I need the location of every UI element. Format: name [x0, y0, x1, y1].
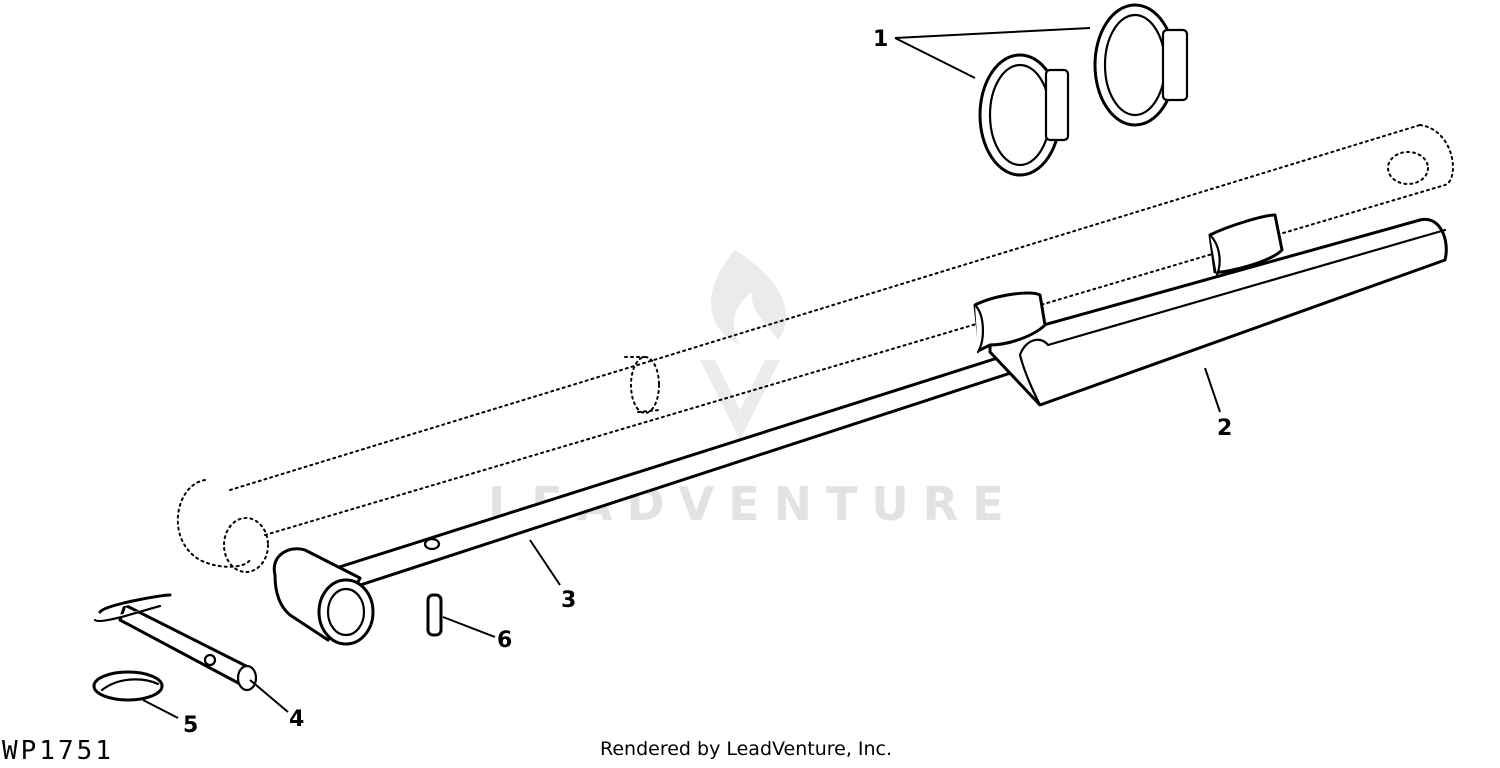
callout-1: 1 [873, 27, 888, 52]
figure-id-label: WP1751 [2, 736, 114, 766]
callout-3: 3 [561, 588, 576, 613]
part-3-end-sleeve [272, 547, 375, 646]
part-1-hose-clamps [978, 3, 1189, 177]
callout-5: 5 [183, 713, 198, 738]
leader-lines [142, 27, 1221, 719]
callout-4: 4 [289, 707, 304, 732]
part-5-lock-clip [92, 670, 164, 702]
credit-text: Rendered by LeadVenture, Inc. [600, 738, 893, 760]
callout-2: 2 [1217, 416, 1232, 441]
part-6-roll-pin [426, 593, 443, 637]
part-4-pin [93, 593, 258, 692]
part-2-channel [973, 213, 1448, 407]
callout-6: 6 [497, 628, 512, 653]
